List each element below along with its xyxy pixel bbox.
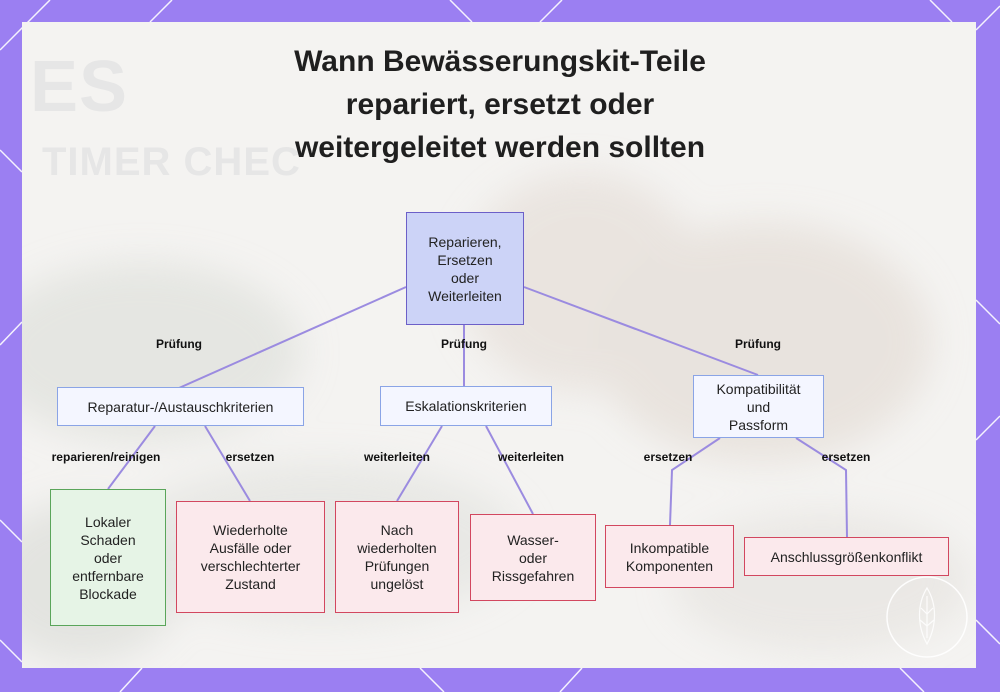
watermark-line2: TIMER CHEC bbox=[42, 140, 301, 184]
diagram-title: Wann Bewässerungskit-Teile repariert, er… bbox=[0, 40, 1000, 169]
node-repair-criteria-label: Reparatur-/Austauschkriterien bbox=[87, 398, 274, 415]
edge-label-pruefung: Prüfung bbox=[156, 337, 202, 351]
edge-compat-incompatible bbox=[669, 437, 721, 526]
watermark-line1: ES bbox=[30, 47, 129, 127]
node-water-crack: Wasser- oder Rissgefahren bbox=[470, 514, 596, 601]
edge-repair-repeated bbox=[204, 425, 251, 502]
node-root: Reparieren, Ersetzen oder Weiterleiten bbox=[406, 212, 524, 325]
node-repair-criteria: Reparatur-/Austauschkriterien bbox=[57, 387, 304, 426]
node-compatibility: Kompatibilität und Passform bbox=[693, 375, 824, 438]
edge-label-pruefung: Prüfung bbox=[441, 337, 487, 351]
edge-root-repair bbox=[178, 286, 407, 389]
node-repeated-failures-label: Wiederholte Ausfälle oder verschlechtert… bbox=[200, 522, 301, 592]
node-unresolved-label: Nach wiederholten Prüfungen ungelöst bbox=[357, 522, 437, 592]
edge-label-repair-clean: reparieren/reinigen bbox=[51, 450, 161, 464]
node-escalation: Eskalationskriterien bbox=[380, 386, 552, 426]
edge-esc-unresolved bbox=[396, 425, 443, 502]
edge-root-compat bbox=[523, 286, 759, 376]
node-size-conflict-label: Anschlussgrößenkonflikt bbox=[770, 548, 923, 565]
node-size-conflict: Anschlussgrößenkonflikt bbox=[744, 537, 949, 576]
edge-label-replace: ersetzen bbox=[821, 450, 871, 464]
node-local-damage-label: Lokaler Schaden oder entfernbare Blockad… bbox=[72, 513, 144, 602]
node-local-damage: Lokaler Schaden oder entfernbare Blockad… bbox=[50, 489, 166, 626]
edge-label-pruefung: Prüfung bbox=[735, 337, 781, 351]
edge-compat-size bbox=[795, 437, 848, 538]
edge-label-escalate: weiterleiten bbox=[363, 450, 431, 464]
node-escalation-label: Eskalationskriterien bbox=[405, 398, 527, 414]
node-repeated-failures: Wiederholte Ausfälle oder verschlechtert… bbox=[176, 501, 325, 613]
edge-label-escalate: weiterleiten bbox=[497, 450, 565, 464]
node-water-crack-label: Wasser- oder Rissgefahren bbox=[491, 531, 575, 584]
node-compatibility-label: Kompatibilität und Passform bbox=[716, 380, 801, 433]
node-unresolved: Nach wiederholten Prüfungen ungelöst bbox=[335, 501, 459, 613]
title-line: Wann Bewässerungskit-Teile bbox=[294, 45, 706, 78]
node-incompatible: Inkompatible Komponenten bbox=[605, 525, 734, 588]
edge-repair-local bbox=[107, 425, 156, 490]
brand-logo-icon bbox=[886, 576, 968, 658]
edge-label-replace: ersetzen bbox=[643, 450, 693, 464]
node-incompatible-label: Inkompatible Komponenten bbox=[625, 539, 714, 574]
edge-esc-water bbox=[485, 425, 534, 515]
node-root-label: Reparieren, Ersetzen oder Weiterleiten bbox=[428, 233, 502, 304]
title-line: repariert, ersetzt oder bbox=[345, 88, 655, 121]
edge-label-replace: ersetzen bbox=[225, 450, 275, 464]
title-line: weitergeleitet werden sollten bbox=[294, 131, 706, 164]
